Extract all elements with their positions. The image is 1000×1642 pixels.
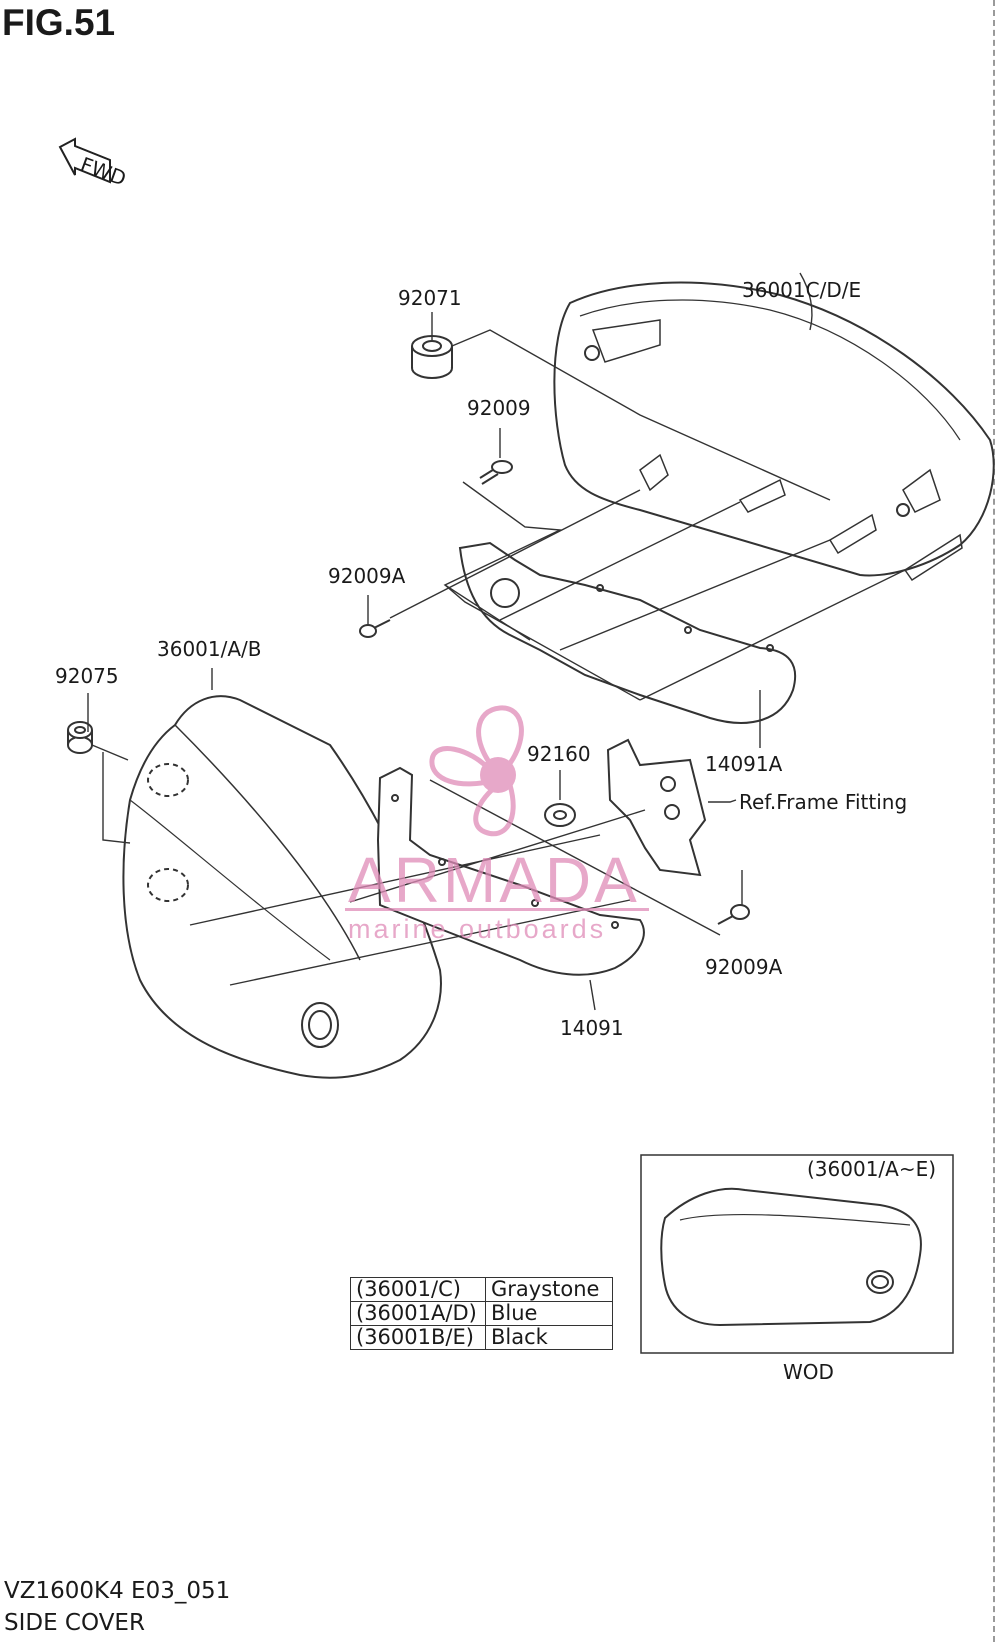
table-row: (36001/C) Graystone — [350, 1277, 613, 1302]
callout-14091: 14091 — [560, 1016, 624, 1040]
callout-14091a: 14091A — [705, 752, 783, 776]
inset-caption: WOD — [783, 1360, 834, 1384]
bolt-92009a-top-icon — [359, 619, 391, 638]
callout-92009: 92009 — [467, 396, 531, 420]
bolt-92009-icon — [479, 460, 513, 485]
callout-36001ab: 36001/A/B — [157, 637, 262, 661]
table-row: (36001B/E) Black — [350, 1325, 613, 1350]
grommet-92071-icon — [411, 335, 453, 379]
armada-watermark-logo: ARMADA marine outboards — [345, 705, 649, 944]
side-cover-right — [553, 281, 995, 582]
callout-92009a-bottom: 92009A — [705, 955, 783, 979]
footer-section-name: SIDE COVER — [4, 1610, 145, 1636]
figure-title: FIG.51 — [2, 2, 116, 43]
legend-color: Blue — [485, 1301, 613, 1326]
legend-color: Black — [485, 1325, 613, 1350]
callout-92071: 92071 — [398, 286, 462, 310]
side-cover-left — [122, 695, 442, 1079]
bolt-92009a-bottom-icon — [717, 904, 750, 925]
collar-92160-icon — [544, 803, 576, 827]
inset-wod-box: (36001/A~E) WOD — [640, 1154, 954, 1384]
watermark-tagline: marine outboards — [348, 914, 606, 944]
footer-model-code: VZ1600K4 E03_051 — [4, 1578, 231, 1604]
bracket-14091a — [458, 541, 797, 724]
legend-code: (36001B/E) — [350, 1325, 486, 1350]
table-row: (36001A/D) Blue — [350, 1301, 613, 1326]
callout-ref-frame-fitting: Ref.Frame Fitting — [739, 790, 907, 814]
page-edge-rule — [993, 0, 997, 1642]
watermark-name: ARMADA — [348, 844, 640, 916]
forward-direction-arrow-icon: FWD — [58, 137, 129, 191]
grommet-92075-icon — [67, 721, 93, 754]
legend-color: Graystone — [485, 1277, 613, 1302]
callout-92075: 92075 — [55, 664, 119, 688]
callout-36001cde: 36001C/D/E — [742, 278, 861, 302]
color-legend-table: (36001/C) Graystone (36001A/D) Blue (360… — [350, 1277, 613, 1350]
legend-code: (36001/C) — [350, 1277, 486, 1302]
frame-fitting-plate — [606, 738, 707, 877]
callout-92160: 92160 — [527, 742, 591, 766]
callout-92009a-top: 92009A — [328, 564, 406, 588]
inset-title: (36001/A~E) — [807, 1157, 936, 1181]
fwd-label: FWD — [77, 152, 129, 191]
legend-code: (36001A/D) — [350, 1301, 486, 1326]
